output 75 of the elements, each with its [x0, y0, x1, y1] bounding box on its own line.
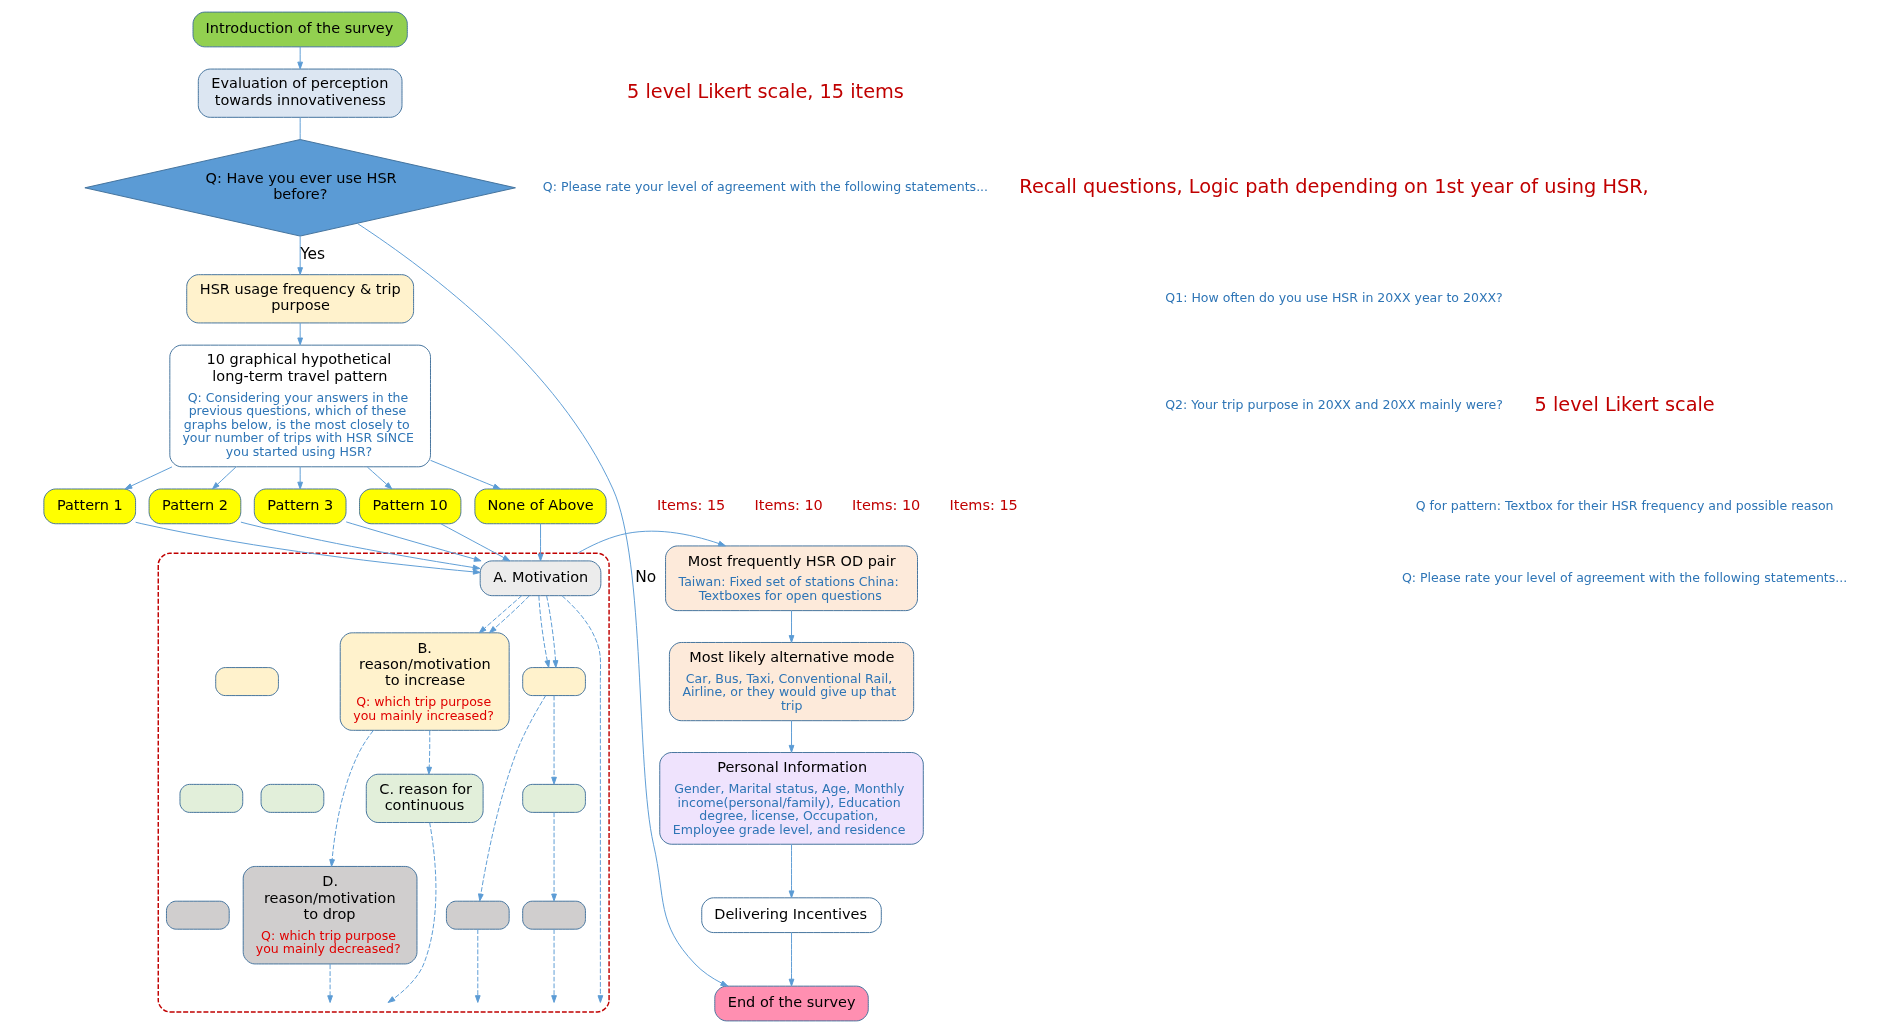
label: Q2: Your trip purpose in 20XX and 20XX mainly were?	[1164, 397, 1503, 413]
node-box: Evaluation of perception towards innovativeness	[197, 68, 402, 118]
node-box: None of Above	[473, 488, 607, 525]
label: 5 level Likert scale, 15 items	[626, 80, 904, 104]
arrow	[561, 595, 603, 1003]
node-box	[165, 900, 230, 930]
node-box: End of the survey	[713, 985, 869, 1022]
arrow	[474, 928, 481, 1003]
node-box: D. reason/motivation to drop Q: which trip purpose you mainly decreased?	[242, 865, 417, 965]
arrow	[488, 595, 530, 634]
arrow	[537, 595, 550, 668]
arrow	[211, 466, 236, 490]
arrow	[550, 812, 557, 902]
node-box: Personal Information Gender, Marital status, Age, Monthly income(personal/family), Education degree, license, Occupation, Employee grade level, and residence	[658, 752, 924, 845]
label: Recall questions, Logic path depending on 1st year of using HSR,	[1018, 174, 1649, 198]
arrow	[788, 720, 794, 753]
node-box: B. reason/motivation to increase Q: which trip purpose you mainly increased?	[339, 632, 510, 731]
arrow	[788, 610, 794, 643]
node-box: 10 graphical hypothetical long-term travel pattern Q: Considering your answers in the previous questions, which of these graphs below, is the most closely to your number of trips with HSR SINCE you started using HSR?	[168, 344, 431, 468]
arrow	[477, 695, 546, 902]
arrow	[239, 521, 480, 571]
arrow	[356, 222, 728, 987]
arrow	[576, 530, 726, 554]
node-box: HSR usage frequency & trip purpose	[185, 274, 414, 324]
arrow	[550, 695, 557, 785]
label: Items: 15	[948, 496, 1018, 513]
node-box: Most likely alternative mode Car, Bus, Taxi, Conventional Rail, Airline, or they would give up that trip	[668, 642, 914, 722]
arrow	[124, 466, 172, 490]
arrow	[296, 322, 303, 346]
arrow	[134, 521, 481, 575]
node-box	[445, 900, 510, 930]
label: Q for pattern: Textbox for their HSR frequency and possible reason	[1415, 497, 1834, 513]
edge-label: Yes	[299, 245, 325, 264]
node-box: Pattern 2	[148, 488, 241, 525]
arrow	[387, 822, 436, 1003]
arrow	[788, 843, 794, 899]
edge-label: No	[634, 567, 656, 586]
node-box: Delivering Incentives	[700, 897, 882, 934]
node-box	[260, 783, 324, 813]
node-box	[179, 783, 243, 813]
node-box	[521, 783, 586, 813]
node-box: Most frequently HSR OD pair Taiwan: Fixed set of stations China: Textboxes for open questions	[664, 545, 918, 612]
node-box	[521, 667, 586, 697]
label: Items: 15	[656, 496, 725, 513]
arrow	[478, 595, 522, 634]
node-box	[521, 900, 586, 930]
label: Q: Please rate your level of agreement with the following statements...	[1401, 569, 1847, 585]
arrow	[345, 521, 482, 562]
node-box: Pattern 10	[358, 488, 461, 525]
arrow	[545, 595, 558, 668]
node-box: Pattern 1	[42, 488, 136, 525]
label: Q1: How often do you use HSR in 20XX year to 20XX?	[1164, 290, 1503, 306]
node-box: Introduction of the survey	[192, 11, 408, 48]
arrow	[326, 963, 333, 1003]
label: Q: Please rate your level of agreement with the following statements...	[542, 179, 988, 195]
node-box	[214, 667, 279, 697]
node-box: Pattern 3	[253, 488, 346, 525]
arrow	[425, 730, 432, 775]
label: 5 level Likert scale	[1533, 392, 1715, 416]
node-box: A. Motivation	[479, 560, 601, 597]
node-box: C. reason for continuous	[365, 773, 484, 823]
arrow	[296, 46, 303, 70]
arrow	[550, 928, 557, 1003]
connector	[299, 117, 301, 140]
arrow	[788, 932, 794, 987]
arrow	[296, 235, 303, 275]
label: Items: 10	[851, 496, 920, 513]
arrow	[440, 523, 510, 562]
arrow	[429, 459, 501, 490]
label: Items: 10	[753, 496, 823, 513]
arrow	[537, 523, 543, 562]
arrow	[328, 730, 374, 867]
arrow	[366, 466, 392, 490]
arrow	[296, 466, 303, 490]
node-diamond: Q: Have you ever use HSR before?	[83, 139, 516, 237]
